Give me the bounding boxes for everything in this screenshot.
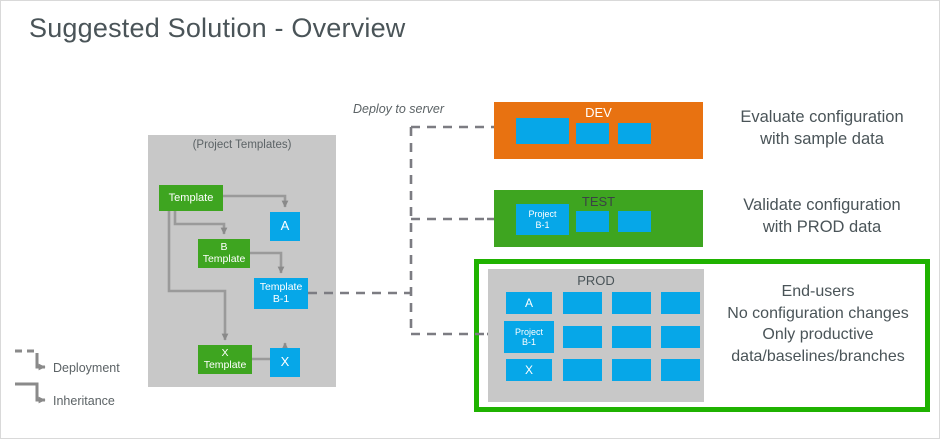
node-template-b1[interactable]: Template B-1: [254, 278, 308, 309]
node-project-x[interactable]: X: [270, 348, 300, 377]
prod-project-box[interactable]: [612, 292, 651, 314]
deployment-dashed-lines: [308, 125, 495, 336]
node-project-a[interactable]: A: [270, 212, 300, 241]
node-b-template[interactable]: B Template: [198, 239, 250, 268]
page-title: Suggested Solution - Overview: [29, 13, 406, 43]
project-templates-title: (Project Templates): [192, 139, 292, 151]
prod-project-box[interactable]: [661, 292, 700, 314]
prod-project-box[interactable]: [661, 326, 700, 348]
prod-project-box[interactable]: [612, 359, 651, 381]
prod-project-x-box[interactable]: X: [506, 359, 552, 381]
legend-inheritance-icon: [15, 382, 46, 404]
test-project-b1-box[interactable]: Project B-1: [516, 204, 569, 235]
dev-project-box[interactable]: [516, 118, 569, 144]
prod-environment-label: PROD: [577, 273, 615, 288]
node-x-template[interactable]: X Template: [198, 345, 252, 374]
dev-description: Evaluate configuration with sample data: [740, 108, 904, 149]
prod-project-a-box[interactable]: A: [506, 292, 552, 314]
prod-project-b1-box[interactable]: Project B-1: [504, 321, 554, 353]
dev-project-box[interactable]: [618, 123, 651, 144]
prod-description: End-users No configuration changes Only …: [727, 283, 909, 365]
node-template[interactable]: Template: [159, 185, 223, 211]
legend-item-deployment: Deployment: [53, 361, 120, 375]
test-project-box[interactable]: [576, 211, 609, 232]
test-description: Validate configuration with PROD data: [743, 196, 901, 237]
test-environment-label: TEST: [581, 194, 616, 209]
prod-project-box[interactable]: [612, 326, 651, 348]
prod-project-box[interactable]: [563, 292, 602, 314]
dev-environment-label: DEV: [585, 105, 612, 120]
prod-project-box[interactable]: [563, 359, 602, 381]
legend-item-inheritance: Inheritance: [53, 394, 115, 408]
deploy-to-server-label: Deploy to server: [353, 102, 445, 116]
legend-deployment-icon: [15, 349, 46, 371]
prod-project-box[interactable]: [661, 359, 700, 381]
test-project-box[interactable]: [618, 211, 651, 232]
prod-project-box[interactable]: [563, 326, 602, 348]
dev-project-box[interactable]: [576, 123, 609, 144]
